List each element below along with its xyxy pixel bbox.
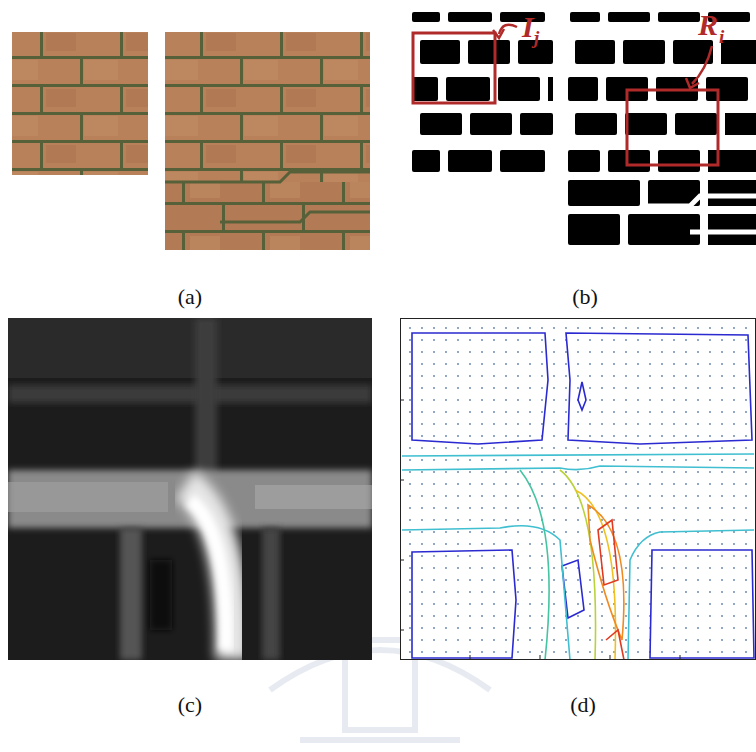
contour-plot xyxy=(400,319,756,661)
panel-label: (d) xyxy=(570,694,596,716)
patch-label-subscript: i xyxy=(719,27,724,46)
brick-texture-sample xyxy=(12,32,148,175)
patch-label-subscript: j xyxy=(534,28,539,47)
patch-label: I xyxy=(522,12,534,42)
patch-box xyxy=(627,90,718,165)
binary-mask-synthesis xyxy=(568,12,756,245)
panel-label: (a) xyxy=(178,286,202,308)
patch-label: R xyxy=(698,10,718,40)
binary-mask-sample xyxy=(412,12,553,172)
patch-box xyxy=(413,33,495,103)
brick-texture-synthesis xyxy=(165,32,370,250)
panel-label: (c) xyxy=(178,694,202,716)
panel-label: (b) xyxy=(572,286,598,308)
grayscale-map xyxy=(8,318,372,660)
